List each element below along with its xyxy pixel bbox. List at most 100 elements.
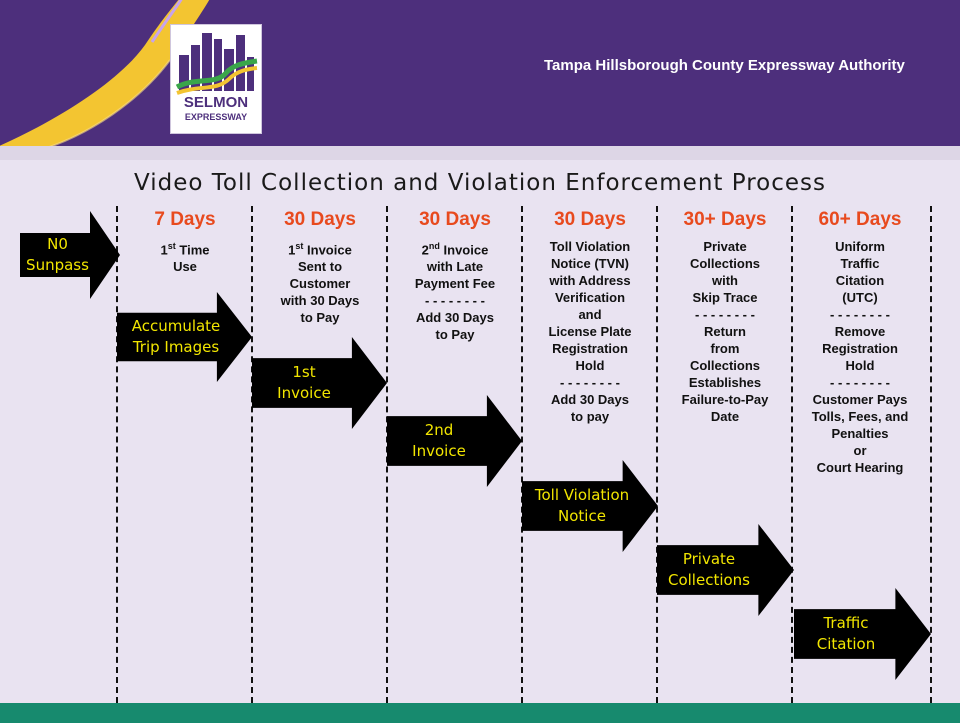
column-description-first-invoice: 1st Invoice Sent to Customer with 30 Day… xyxy=(257,238,383,326)
column-description-first-use: 1st Time Use xyxy=(122,238,248,275)
column-separator-dashes: - - - - - - - - xyxy=(830,307,890,322)
column-divider xyxy=(930,206,932,703)
arrow-label-line: Private xyxy=(682,550,736,568)
column-line: (UTC) xyxy=(842,290,878,305)
column-line: Date xyxy=(710,409,740,424)
column-line: Uniform xyxy=(835,239,885,254)
footer-bar xyxy=(0,703,960,723)
arrow-label-line: Invoice xyxy=(277,384,331,402)
column-line: Traffic xyxy=(840,256,880,271)
column-line: Failure-to-Pay xyxy=(681,392,769,407)
header-banner: SELMON EXPRESSWAY Tampa Hillsborough Cou… xyxy=(0,0,960,146)
logo-text-expressway: EXPRESSWAY xyxy=(184,112,248,122)
arrow-label-line: Trip Images xyxy=(132,338,220,356)
arrow-label-line: 2nd xyxy=(424,421,454,439)
column-line: Use xyxy=(173,259,197,275)
column-separator-dashes: - - - - - - - - xyxy=(560,375,620,390)
column-line: Penalties xyxy=(831,426,889,441)
column-line: Establishes xyxy=(688,375,762,390)
column-line: 1st Invoice xyxy=(288,241,352,258)
arrow-label-line: Citation xyxy=(816,635,876,653)
arrow-label-line: Sunpass xyxy=(26,256,89,274)
logo-text-selmon: SELMON xyxy=(183,94,249,111)
column-line: from xyxy=(710,341,740,356)
column-divider xyxy=(251,206,253,703)
column-line: Add 30 Days xyxy=(415,310,495,326)
column-line: with Late xyxy=(426,259,484,275)
column-heading-30-plus-days: 30+ Days xyxy=(683,209,767,230)
column-line: Registration xyxy=(822,341,898,356)
arrow-label-line: Traffic xyxy=(823,614,869,632)
selmon-expressway-logo: SELMON EXPRESSWAY xyxy=(170,24,262,134)
column-line: Customer xyxy=(289,276,351,292)
column-line: Collections xyxy=(689,256,761,271)
column-heading-60-plus-days: 60+ Days xyxy=(818,209,902,230)
column-line: Return xyxy=(704,324,746,339)
column-line: Citation xyxy=(835,273,885,288)
column-description-traffic-citation: Uniform Traffic Citation (UTC) - - - - -… xyxy=(797,238,923,476)
road-graphic xyxy=(0,0,210,146)
column-line: Customer Pays xyxy=(812,392,908,407)
column-line: to Pay xyxy=(435,327,475,343)
column-line: 2nd Invoice xyxy=(421,241,489,258)
column-divider xyxy=(656,206,658,703)
column-divider xyxy=(521,206,523,703)
column-line: Registration xyxy=(552,341,628,356)
column-heading-7-days: 7 Days xyxy=(154,209,216,230)
organization-name: Tampa Hillsborough County Expressway Aut… xyxy=(544,57,905,74)
column-line: License Plate xyxy=(548,324,632,339)
column-line: Hold xyxy=(575,358,605,373)
column-line: Remove xyxy=(834,324,886,339)
column-line: with Address xyxy=(549,273,631,288)
arrow-label-line: Invoice xyxy=(412,442,466,460)
column-line: Verification xyxy=(554,290,626,305)
page-title: Video Toll Collection and Violation Enfo… xyxy=(134,170,826,196)
arrow-label-line: N0 xyxy=(47,235,68,253)
column-separator-dashes: - - - - - - - - xyxy=(425,293,485,309)
column-heading-30-days-tvn: 30 Days xyxy=(554,209,626,230)
column-heading-30-days-first-invoice: 30 Days xyxy=(284,209,356,230)
column-line: or xyxy=(853,443,867,458)
column-line: Collections xyxy=(689,358,761,373)
column-divider xyxy=(116,206,118,703)
column-line: Add 30 Days xyxy=(550,392,630,407)
column-line: Private xyxy=(703,239,747,254)
column-separator-dashes: - - - - - - - - xyxy=(830,375,890,390)
arrow-label-line: Toll Violation xyxy=(534,486,630,504)
column-line: to pay xyxy=(570,409,610,424)
column-line: Payment Fee xyxy=(414,276,496,292)
column-line: Sent to xyxy=(297,259,343,275)
column-line: Tolls, Fees, and xyxy=(811,409,909,424)
column-line: and xyxy=(578,307,602,322)
column-line: Court Hearing xyxy=(816,460,904,475)
column-separator-dashes: - - - - - - - - xyxy=(695,307,755,322)
column-divider xyxy=(791,206,793,703)
column-line: Skip Trace xyxy=(692,290,758,305)
arrow-label-line: Notice xyxy=(558,507,606,525)
column-heading-30-days-second-invoice: 30 Days xyxy=(419,209,491,230)
column-description-private-collections: Private Collections with Skip Trace - - … xyxy=(662,238,788,425)
skyline-icon xyxy=(175,33,258,95)
column-line: Notice (TVN) xyxy=(551,256,629,271)
arrow-label-line: Collections xyxy=(667,571,750,589)
header-band xyxy=(0,146,960,160)
column-line: with xyxy=(712,273,738,288)
column-line: to Pay xyxy=(300,310,340,326)
column-line: Hold xyxy=(845,358,875,373)
arrow-label-line: 1st xyxy=(292,363,316,381)
